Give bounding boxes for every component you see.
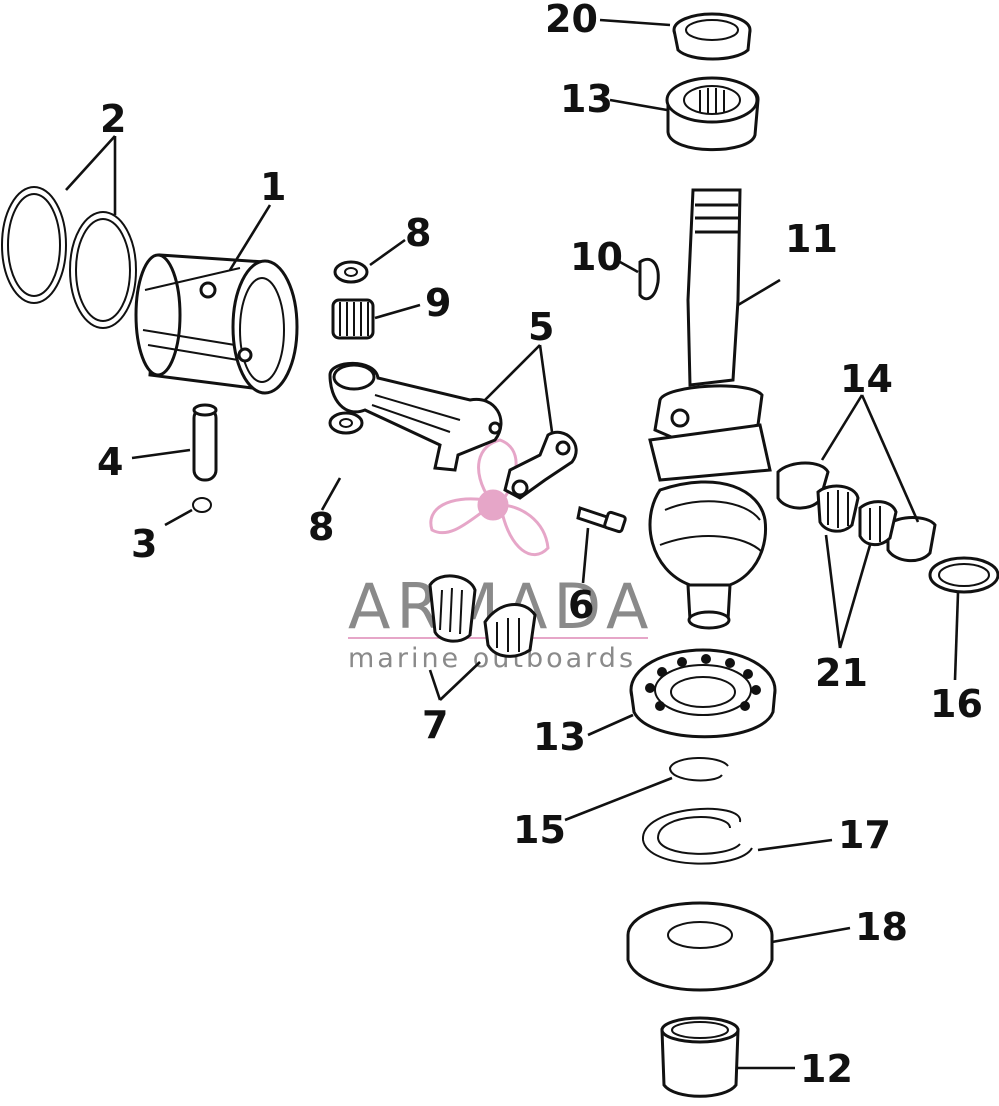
woodruff-key: [638, 257, 660, 301]
wrist-pin-needle-bearing: [331, 298, 375, 340]
upper-needle-bearing: [665, 76, 760, 152]
callout-labels: 20 13 2 1 8 9 10 11 5 14 4 3 8 6 21 16 7…: [97, 0, 983, 1091]
callout-15: 14: [840, 357, 893, 401]
callout-4: 4: [97, 440, 123, 484]
callout-2: 2: [100, 97, 126, 141]
upper-oil-seal: [672, 12, 752, 61]
callout-1: 1: [260, 165, 286, 209]
crankpin-bearing-cages: [428, 574, 537, 658]
retaining-ring: [641, 807, 753, 865]
thrust-washer-lower: [328, 411, 364, 435]
spacer-washer: [626, 901, 774, 992]
callout-19: 18: [855, 905, 908, 949]
rod-cap-screw: [576, 506, 627, 534]
pin-retainer-clip: [192, 497, 212, 513]
callout-5: 5: [528, 305, 554, 349]
piston-pin: [192, 403, 218, 482]
callout-16: 15: [513, 808, 566, 852]
leader-lines: [65, 18, 960, 1070]
lower-ball-bearing: [629, 648, 777, 739]
callout-7: 7: [422, 703, 448, 747]
callout-13: 13: [560, 77, 613, 121]
crankshaft: [648, 188, 772, 630]
lower-seal-ring: [928, 556, 999, 594]
callout-21: 21: [815, 651, 868, 695]
callout-10: 10: [570, 235, 623, 279]
connecting-rod: [328, 361, 578, 500]
callout-20: 20: [545, 0, 598, 41]
main-bearing-cages: [816, 484, 898, 546]
bearing-retainer-halves: [776, 461, 937, 562]
callout-18: 17: [838, 813, 891, 857]
callout-17: 16: [930, 682, 983, 726]
callout-12: 12: [800, 1047, 853, 1091]
propeller-logo-icon: [429, 438, 550, 557]
callout-14: 13: [533, 715, 586, 759]
callout-8-upper: 8: [405, 211, 431, 255]
bushing: [660, 1016, 740, 1098]
callout-6: 6: [568, 583, 594, 627]
piston: [134, 253, 299, 395]
piston-rings: [1, 186, 137, 329]
callout-11: 11: [785, 217, 838, 261]
callout-3: 3: [131, 522, 157, 566]
snap-ring: [668, 757, 729, 782]
callout-8-lower: 8: [308, 505, 334, 549]
thrust-washer-upper: [333, 260, 369, 284]
callout-9: 9: [425, 281, 451, 325]
